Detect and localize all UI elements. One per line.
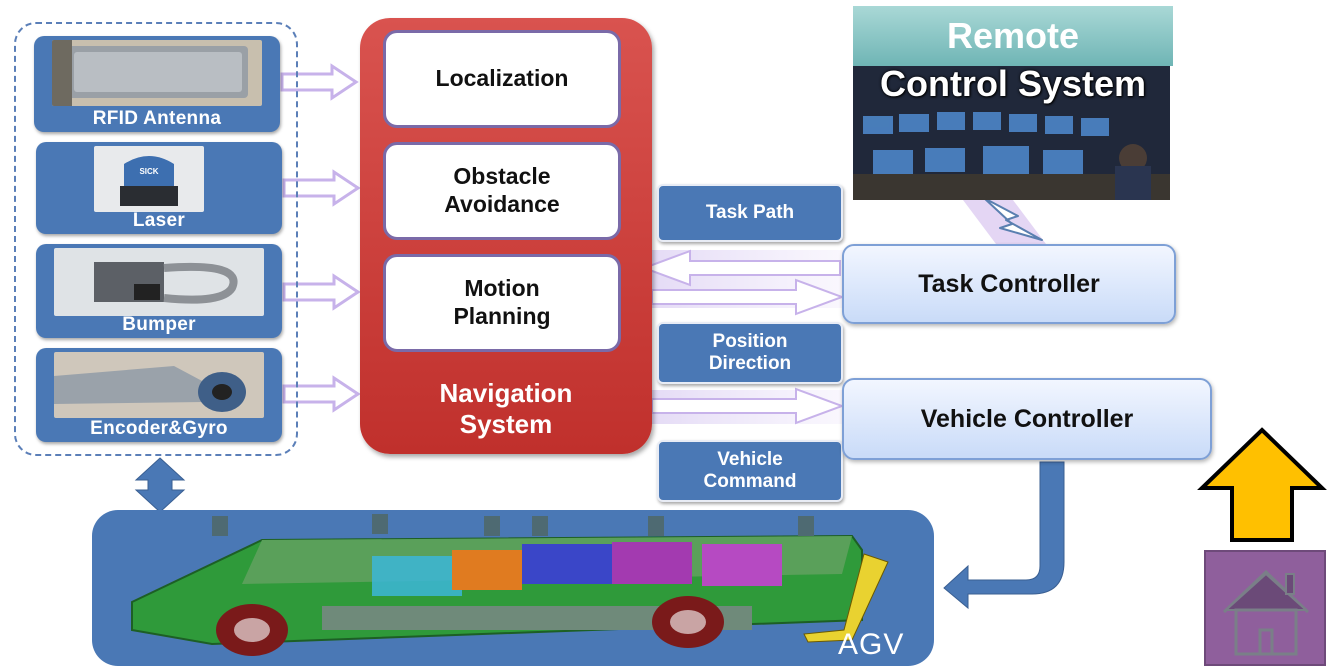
task-controller: Task Controller bbox=[842, 244, 1176, 324]
laser-brand-text: SICK bbox=[139, 167, 158, 176]
home-icon bbox=[1222, 569, 1310, 656]
sensor-bumper: Bumper bbox=[36, 244, 282, 338]
bumper-photo bbox=[54, 248, 264, 316]
rfid-antenna-photo bbox=[52, 40, 262, 106]
lightning-bolt-icon bbox=[983, 197, 1043, 241]
arrow-task-to-motion bbox=[641, 249, 841, 287]
agv-label: AGV bbox=[838, 628, 905, 661]
arrow-rfid-to-nav bbox=[280, 63, 359, 101]
vehicle-controller: Vehicle Controller bbox=[842, 378, 1212, 460]
encoder-gyro-photo bbox=[54, 352, 264, 418]
up-arrow-icon[interactable] bbox=[1197, 427, 1327, 542]
sensor-encoder-gyro: Encoder&Gyro bbox=[36, 348, 282, 442]
sensor-to-nav-arrows bbox=[280, 63, 361, 413]
laser-scanner-photo: SICK bbox=[94, 146, 204, 212]
agv-panel bbox=[92, 510, 934, 666]
agv-vehicle-drawing bbox=[131, 514, 889, 656]
sensor-rfid-antenna: RFID Antenna bbox=[34, 36, 280, 132]
arrow-encoder-to-nav bbox=[282, 375, 361, 413]
control-room-scene bbox=[853, 66, 1170, 200]
arrow-laser-to-nav bbox=[282, 169, 361, 207]
sensor-group bbox=[14, 22, 298, 456]
sensor-label-bumper: Bumper bbox=[122, 314, 196, 335]
arrow-nav-to-vehicle bbox=[651, 387, 845, 425]
remote-control-photo bbox=[853, 66, 1170, 200]
module-obstacle-avoidance: Obstacle Avoidance bbox=[383, 142, 621, 240]
arrow-motion-to-task bbox=[651, 278, 845, 316]
home-button[interactable] bbox=[1204, 550, 1326, 666]
arrow-bumper-to-nav bbox=[282, 273, 361, 311]
arrow-sensors-agv-double bbox=[134, 457, 186, 513]
remote-subtitle: Control System bbox=[879, 63, 1147, 104]
sensor-label-rfid: RFID Antenna bbox=[92, 108, 222, 129]
remote-title: Remote bbox=[853, 6, 1173, 66]
tag-vehicle-command: Vehicle Command bbox=[657, 440, 843, 502]
navigation-system-title: Navigation System bbox=[439, 378, 573, 440]
tag-position-direction: Position Direction bbox=[657, 322, 843, 384]
sensor-label-encoder-gyro: Encoder&Gyro bbox=[90, 418, 228, 439]
module-motion-planning: Motion Planning bbox=[383, 254, 621, 352]
tag-task-path: Task Path bbox=[657, 184, 843, 242]
sensor-laser: SICK Laser bbox=[36, 142, 282, 234]
module-localization: Localization bbox=[383, 30, 621, 128]
sensor-label-laser: Laser bbox=[132, 210, 186, 231]
arrow-vehicle-to-agv bbox=[943, 461, 1065, 610]
